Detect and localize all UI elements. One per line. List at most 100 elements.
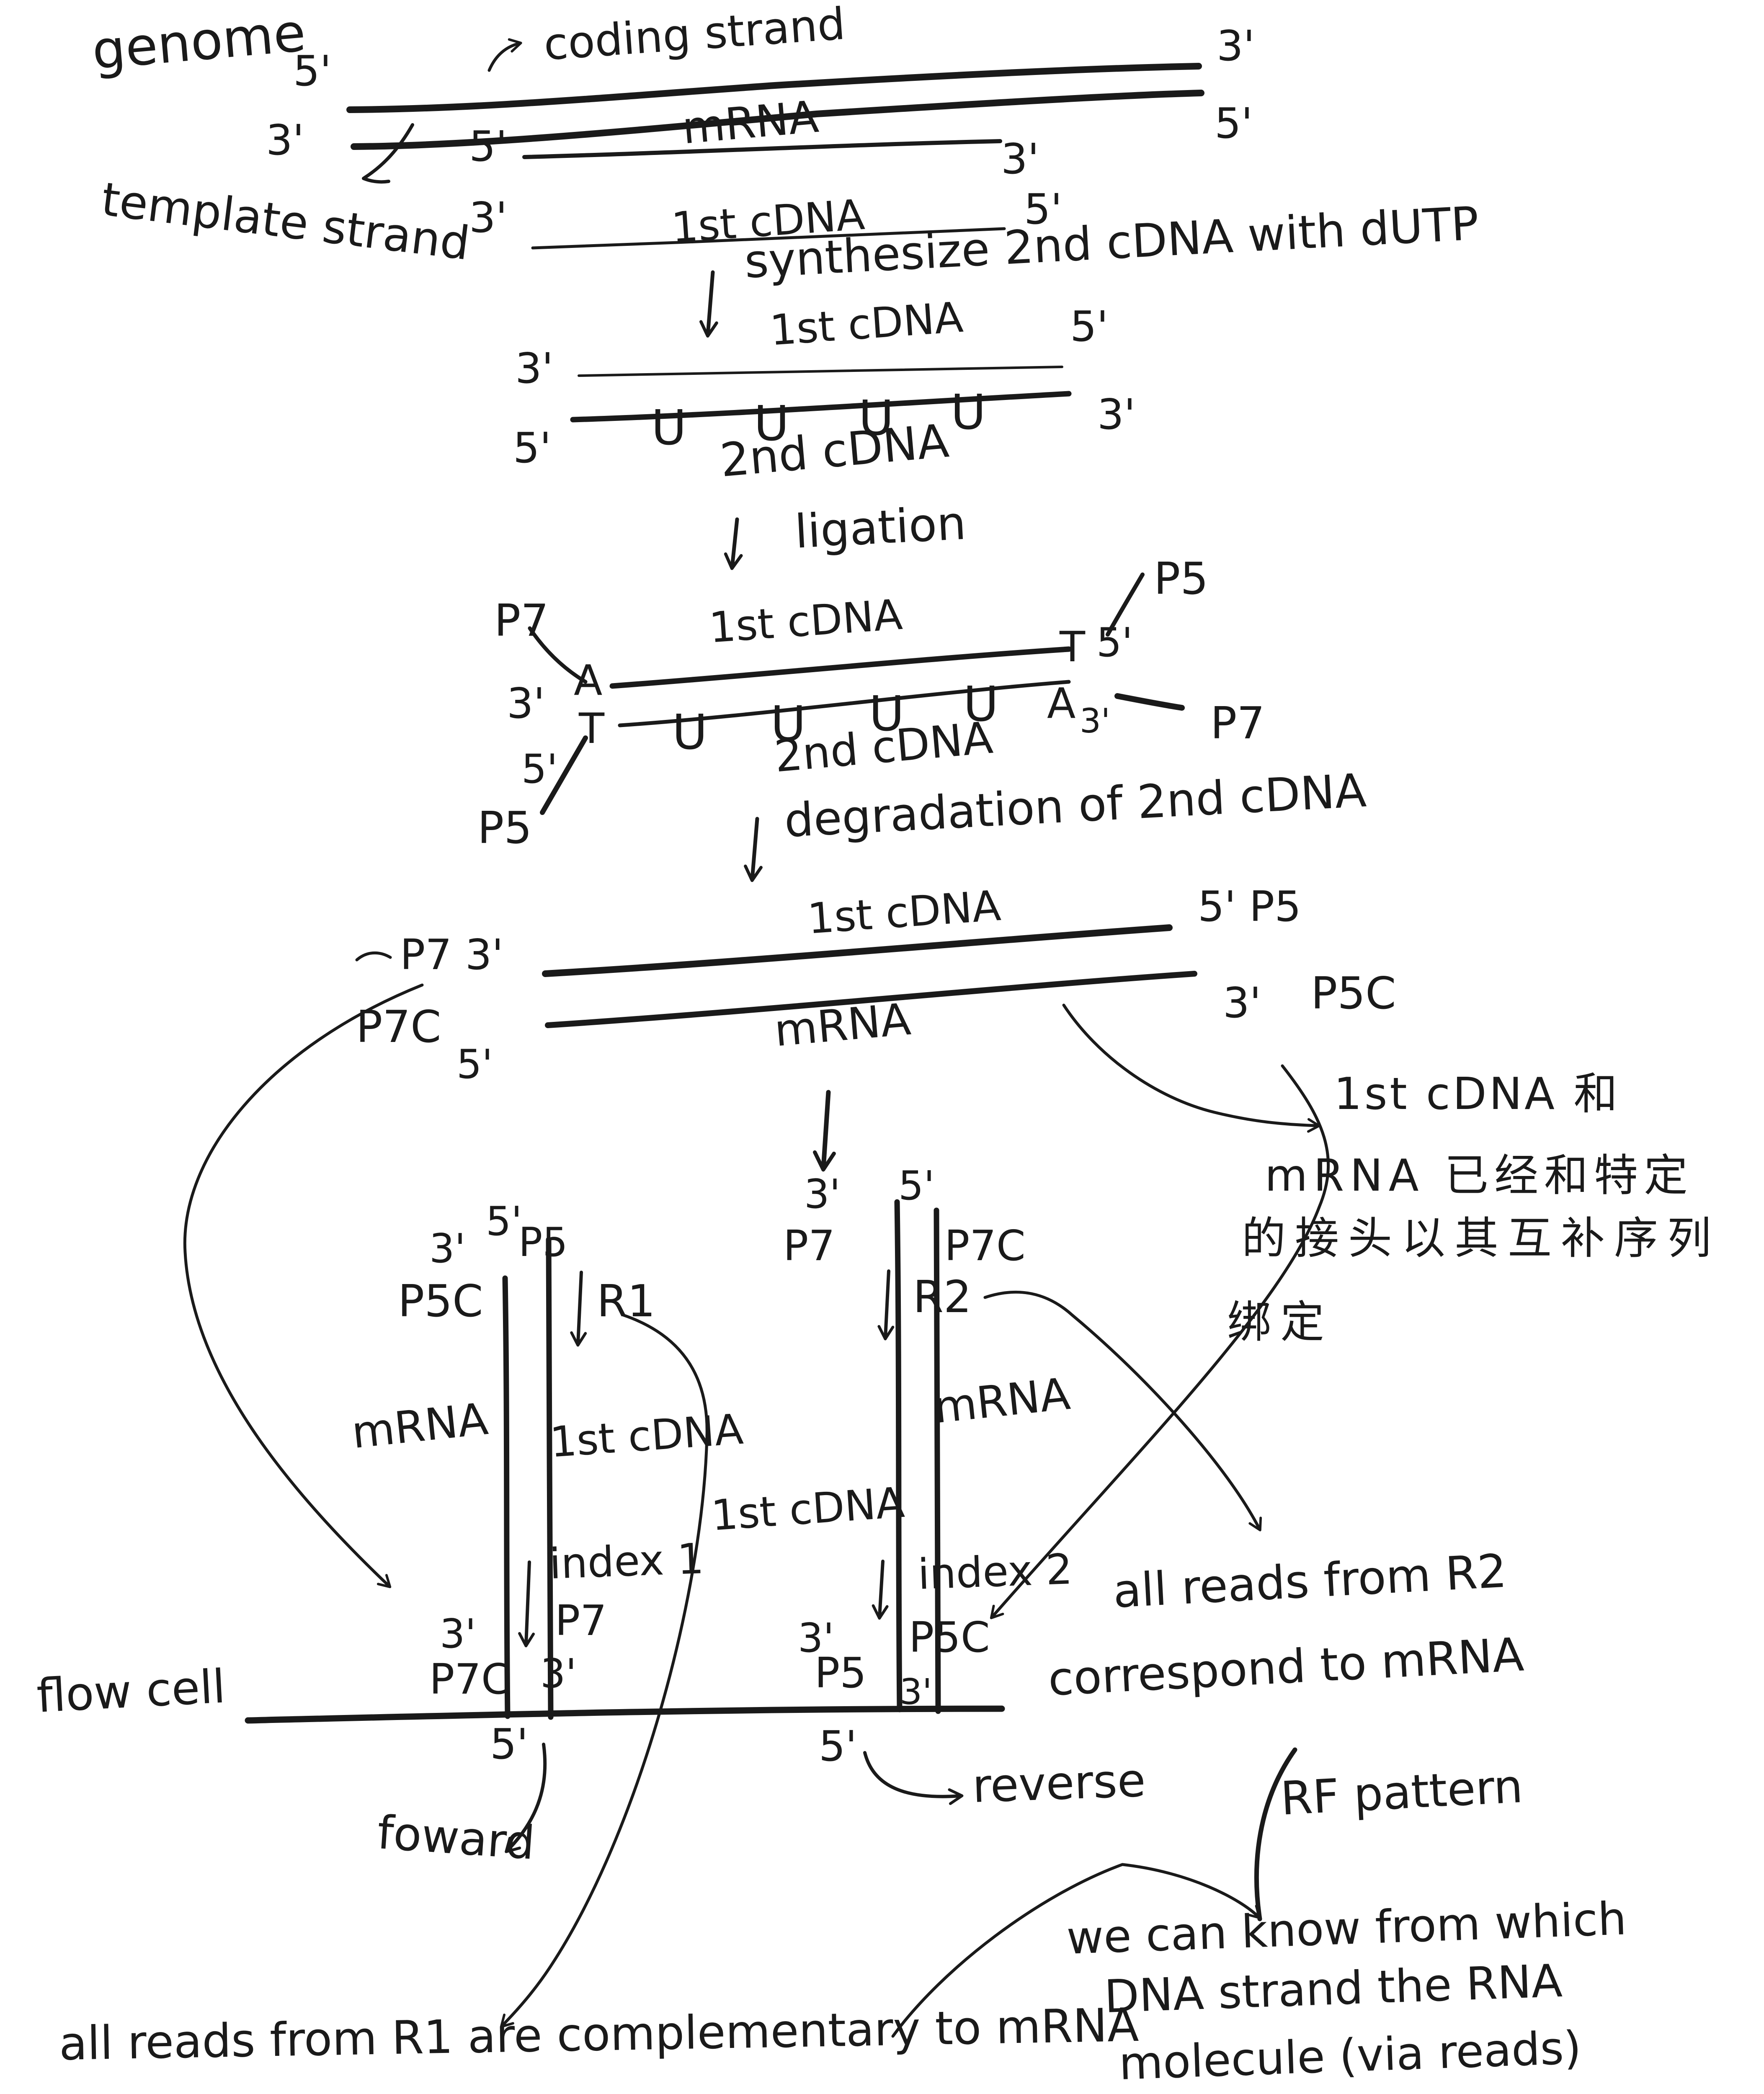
b-r2: R2: [913, 1271, 972, 1323]
genome-5p-left: 5': [293, 46, 332, 95]
row4-p7-tail-squiggle: [355, 951, 392, 962]
b-p5c: P5C: [909, 1613, 990, 1662]
genome-5p-right: 5': [1215, 99, 1253, 148]
template-strand-label: template strand: [98, 172, 473, 271]
a-3p-top: 3': [429, 1226, 466, 1272]
a-3p-bottom-right: 3': [540, 1651, 577, 1697]
r1-note: all reads from R1 are complementary to m…: [58, 1998, 1140, 2071]
index1-arrow: [518, 1560, 535, 1648]
duplex2-5p-left: 5': [513, 423, 552, 472]
mrna1-3p: 3': [1001, 134, 1039, 183]
b-1st-cdna-label: 1st cDNA: [709, 1478, 906, 1540]
genome-bottom-strand-line: [351, 90, 1204, 150]
mrna1-5p: 5': [469, 122, 508, 171]
cluster-b-left-strand: [894, 1199, 903, 1712]
b-3p-top: 3': [804, 1171, 841, 1217]
row4-5p-p5: 5' P5: [1198, 882, 1301, 931]
duplex3-u-4: U: [963, 676, 999, 732]
row4-mrna-label: mRNA: [772, 993, 913, 1057]
coding-strand-label: coding strand: [542, 0, 847, 70]
duplex2-3p-left: 3': [515, 344, 554, 393]
duplex2-bottom-strand-line: [570, 391, 1072, 423]
rf-pattern-paren: [1254, 1747, 1297, 1921]
b-3p-bottom-right: 3': [900, 1671, 932, 1713]
zh-note-line1: 1st cDNA 和: [1334, 1068, 1620, 1119]
row4-5p-left: 5': [456, 1042, 493, 1088]
pointer-p7-to-cluster-a: [183, 983, 424, 1589]
b-reverse-label: reverse: [971, 1753, 1147, 1813]
b-p5: P5: [815, 1648, 867, 1697]
duplex3-u-3: U: [869, 686, 905, 742]
cluster-b-right-strand: [934, 1207, 941, 1714]
p5-adapter-slash-bottom-left: [540, 735, 588, 815]
zh-note-line4: 绑定: [1227, 1297, 1334, 1348]
duplex2-u-2: U: [754, 396, 789, 452]
cdna1-3p: 3': [469, 193, 508, 242]
cdna1-strand-line: [531, 227, 1006, 250]
zh-note-line2: mRNA 已经和特定: [1265, 1150, 1694, 1201]
synthesize-step-arrow: [699, 270, 718, 338]
duplex2-u-4: U: [951, 384, 986, 441]
index2-arrow: [872, 1560, 889, 1620]
adapter-p7-top-left: P7: [494, 595, 549, 646]
conclusion-line3: molecule (via reads): [1118, 2022, 1582, 2090]
row4-1st-cdna-strand-line: [542, 924, 1173, 977]
a-5p-below: 5': [490, 1720, 529, 1769]
adapter-p5-top-right: P5: [1154, 553, 1209, 604]
adapter-p7-right: P7: [1210, 698, 1265, 749]
duplex2-u-1: U: [651, 400, 687, 456]
a-p7c: P7C: [429, 1655, 511, 1704]
denature-step-arrow: [813, 1090, 836, 1172]
row4-3p-right: 3': [1223, 978, 1261, 1027]
duplex3-t-left: T: [579, 704, 605, 753]
rf-pattern-label: RF pattern: [1279, 1759, 1524, 1826]
degradation-step-arrow: [744, 817, 763, 882]
duplex2-5p-right: 5': [1070, 302, 1109, 351]
genome-3p-left: 3': [266, 116, 304, 165]
a-p5-top: P5: [518, 1220, 568, 1266]
duplex3-1st-cdna-label: 1st cDNA: [707, 590, 904, 652]
a-mrna-label: mRNA: [349, 1393, 490, 1459]
row4-mrna-strand-line: [545, 971, 1197, 1028]
row4-p7c: P7C: [356, 1001, 441, 1052]
duplex3-5p-right: 5': [1096, 620, 1133, 666]
genome-top-strand-line: [346, 63, 1202, 113]
duplex3-t-right: T: [1060, 622, 1086, 671]
cluster-a-left-strand: [502, 1275, 511, 1719]
step-degradation-label: degradation of 2nd cDNA: [783, 763, 1368, 848]
forward-direction-arrow: [505, 1743, 547, 1853]
a-5p-top: 5': [486, 1199, 522, 1245]
duplex3-a-left: A: [574, 656, 603, 705]
pointer-mrna-to-zh-note: [1062, 1003, 1320, 1133]
row4-p7-3p: P7 3': [400, 930, 503, 979]
a-1st-cdna-label: 1st cDNA: [548, 1404, 745, 1467]
mrna1-strand-line: [522, 139, 1002, 159]
step-ligation-label: ligation: [793, 496, 967, 559]
duplex3-u-1: U: [672, 704, 708, 761]
cluster-a-right-strand: [546, 1237, 554, 1720]
a-p7: P7: [555, 1596, 607, 1645]
p7-adapter-slash-top-left: [528, 626, 588, 684]
conclusion-line2: DNA strand the RNA: [1103, 1955, 1563, 2023]
b-p7: P7: [783, 1221, 835, 1270]
b-5p-top: 5': [898, 1163, 935, 1209]
duplex3-3p-left: 3': [507, 679, 545, 728]
genome-label: genome: [90, 2, 308, 82]
b-5p-below: 5': [819, 1722, 857, 1771]
row4-p5c: P5C: [1311, 968, 1396, 1019]
flow-cell-label: flow cell: [35, 1659, 227, 1723]
r2-note-line1: all reads from R2: [1112, 1544, 1508, 1618]
p5-adapter-slash-top-right: [1106, 572, 1145, 637]
duplex3-top-strand-line: [609, 646, 1072, 689]
cdna1-5p: 5': [1024, 185, 1063, 234]
b-3p-bottom-left: 3': [798, 1615, 834, 1661]
duplex2-1st-cdna-label: 1st cDNA: [768, 292, 965, 355]
a-r1: R1: [597, 1276, 655, 1327]
genome-3p-right: 3': [1217, 21, 1255, 70]
a-3p-bottom-left: 3': [440, 1611, 476, 1657]
a-forward-label: foward: [375, 1805, 537, 1870]
zh-note-line3: 的接头以其互补序列: [1242, 1213, 1721, 1264]
ligation-step-arrow: [724, 517, 743, 570]
